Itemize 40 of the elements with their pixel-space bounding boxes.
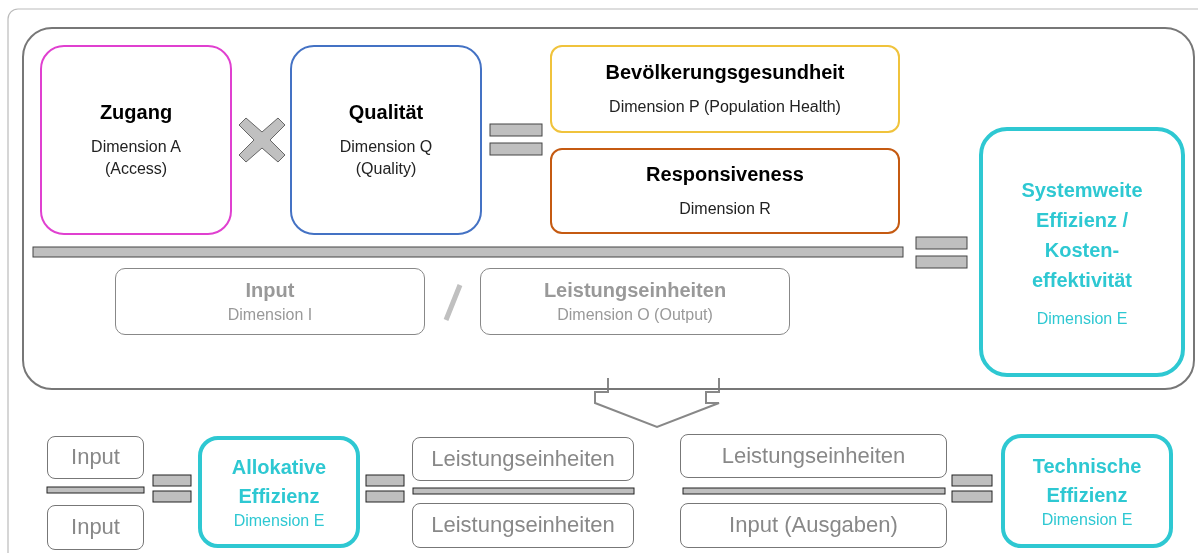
term-box xyxy=(40,45,232,235)
term-box xyxy=(115,268,425,335)
box-title: Leistungseinheiten xyxy=(430,445,616,473)
box-subtitle: Dimension O (Output) xyxy=(556,305,714,325)
box-subtitle: Dimension R xyxy=(678,199,772,220)
box-title: Input xyxy=(244,278,296,303)
box-title: Responsiveness xyxy=(645,162,805,187)
box-subtitle: Dimension P (Population Health) xyxy=(608,97,842,118)
box-title: Leistungseinheiten xyxy=(542,278,728,303)
term-box xyxy=(412,503,634,548)
box-subtitle: Dimension E xyxy=(1040,510,1134,530)
panel-frame xyxy=(22,27,1195,390)
term-box xyxy=(680,434,947,478)
term-box xyxy=(412,437,634,481)
term-box xyxy=(680,503,947,548)
box-title: Allokative Effizienz xyxy=(230,455,328,510)
box-title: Input xyxy=(70,444,121,471)
result-box xyxy=(198,436,360,548)
result-box xyxy=(1001,434,1173,548)
box-title: Bevölkerungsgesundheit xyxy=(604,60,846,85)
box-title: Leistungseinheiten xyxy=(430,512,616,539)
box-subtitle: Dimension A (Access) xyxy=(90,137,182,179)
box-title: Qualität xyxy=(347,100,425,125)
term-box xyxy=(550,45,900,133)
box-subtitle: Dimension Q (Quality) xyxy=(338,137,434,179)
box-title: Input xyxy=(70,514,121,541)
term-box xyxy=(480,268,790,335)
box-title: Input (Ausgaben) xyxy=(728,512,899,539)
box-subtitle: Dimension E xyxy=(232,511,326,531)
result-box xyxy=(979,127,1185,377)
box-title: Leistungseinheiten xyxy=(720,442,907,470)
box-subtitle: Dimension I xyxy=(226,305,314,325)
term-box xyxy=(290,45,482,235)
box-title: Systemweite Effizienz / Kosten-effektivität xyxy=(1020,178,1144,294)
term-box xyxy=(47,505,144,550)
box-title: Technische Effizienz xyxy=(1031,454,1143,509)
box-title: Zugang xyxy=(98,100,174,125)
box-subtitle: Dimension E xyxy=(1035,309,1129,329)
term-box xyxy=(47,436,144,479)
term-box xyxy=(550,148,900,234)
